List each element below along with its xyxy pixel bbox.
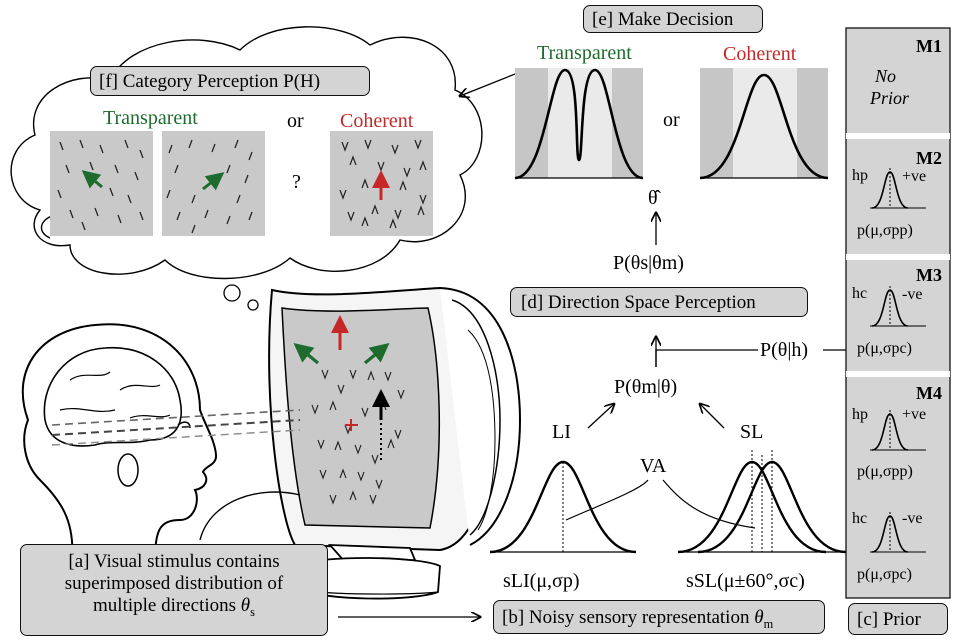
- transparent-stimulus-left: [50, 131, 153, 236]
- m4-h-label: hp: [852, 406, 868, 423]
- va-label: VA: [640, 455, 667, 477]
- cloud-transparent-label: Transparent: [103, 107, 198, 129]
- likelihood-equation: P(θm|θ): [614, 376, 678, 398]
- m1-label: M1: [916, 36, 942, 56]
- sl-label: SL: [740, 421, 764, 443]
- m2-sign-label: +ve: [902, 168, 927, 185]
- m4-dist2-label: p(μ,σpc): [857, 566, 912, 583]
- m4-sign-label: +ve: [902, 406, 927, 423]
- posterior-equation: P(θs|θm): [613, 252, 684, 274]
- m1-prior-label: Prior: [870, 88, 910, 108]
- decision-or-label: or: [663, 109, 680, 131]
- sl-sensory-curves: [677, 450, 847, 554]
- brain-head-icon: [21, 323, 218, 561]
- transparent-stimulus-right: [162, 131, 265, 236]
- category-perception-box: [f] Category Perception P(H): [90, 66, 370, 96]
- li-label: LI: [552, 421, 571, 443]
- theta-hat-label: θ̂: [648, 187, 658, 209]
- m1-no-label: No: [875, 66, 897, 86]
- m3-h-label: hc: [852, 285, 868, 302]
- noisy-sensory-box: [b] Noisy sensory representation θm: [493, 600, 825, 634]
- m4-h2-label: hc: [852, 510, 868, 527]
- s-sl-label: sSL(μ±60°,σc): [686, 570, 805, 592]
- prior-equation: P(θ|h): [760, 339, 809, 361]
- direction-space-box: [d] Direction Space Perception: [510, 287, 808, 317]
- monitor-icon: [268, 286, 522, 600]
- m2-h-label: hp: [852, 167, 868, 184]
- m3-sign-label: -ve: [902, 286, 923, 303]
- m3-dist-label: p(μ,σpc): [857, 340, 912, 357]
- cloud-or-label: or: [287, 110, 304, 132]
- make-decision-box: [e] Make Decision: [583, 5, 763, 33]
- cloud-coherent-label: Coherent: [340, 110, 414, 132]
- cloud-question-label: ?: [292, 171, 301, 193]
- prior-label-box: [c] Prior: [848, 603, 948, 635]
- prior-panel: [845, 27, 951, 599]
- visual-stimulus-box: [a] Visual stimulus contains superimpose…: [20, 544, 328, 636]
- coherent-decision-plot: [699, 68, 829, 180]
- m4-label: M4: [916, 383, 942, 403]
- coherent-stimulus: [330, 131, 433, 236]
- m2-dist-label: p(μ,σpp): [857, 222, 913, 239]
- m2-label: M2: [916, 148, 942, 168]
- decision-coherent-label: Coherent: [723, 43, 797, 65]
- m4-sign2-label: -ve: [902, 510, 923, 527]
- li-sensory-curve: [489, 460, 637, 554]
- m4-dist-label: p(μ,σpp): [857, 463, 913, 480]
- s-li-label: sLI(μ,σp): [503, 570, 580, 592]
- transparent-decision-plot: [514, 68, 644, 180]
- decision-transparent-label: Transparent: [537, 42, 632, 64]
- m3-label: M3: [916, 265, 942, 285]
